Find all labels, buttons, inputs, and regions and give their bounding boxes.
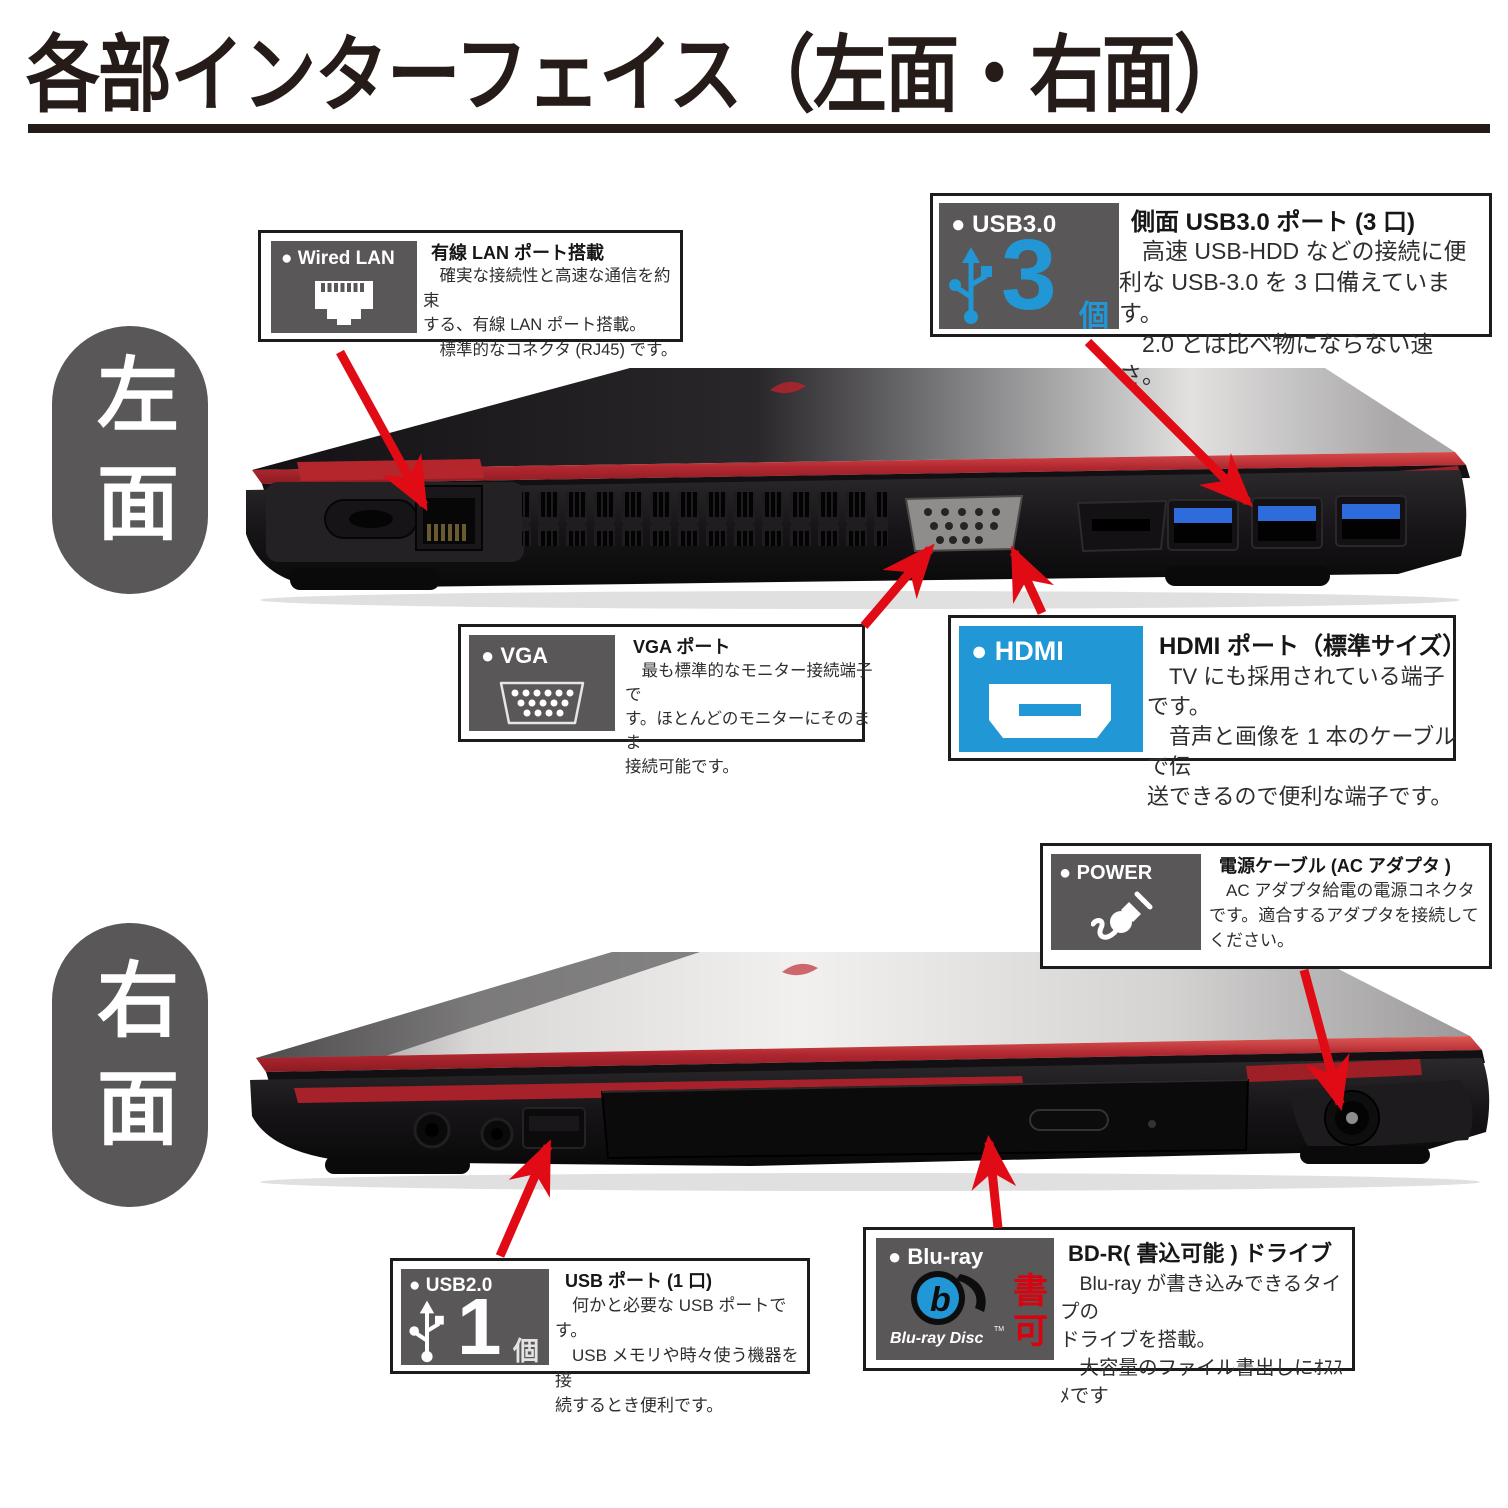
usb2-count-unit: 個 [513,1336,540,1366]
rubber-foot [290,568,440,590]
emergency-eject-hole [1148,1120,1156,1128]
wired-lan-chip: ● Wired LAN [271,241,417,333]
hdmi-connector-icon [989,684,1111,738]
title-underline [28,124,1490,133]
vga-connector-icon [499,681,585,725]
usb2-title: USB ポート (1 口) [565,1271,713,1291]
usb3-chip-label: ● USB3.0 [951,211,1057,238]
wired-lan-title: 有線 LAN ポート搭載 [431,243,604,263]
wired-lan-chip-label: ● Wired LAN [281,248,395,269]
bluray-disc-logo: b [911,1271,986,1325]
hdmi-callout: ● HDMI HDMI ポート（標準サイズ） TV にも採用されている端子です。… [948,615,1466,809]
power-plug-icon [1091,891,1153,940]
power-description: AC アダプタ給電の電源コネクタ です。適合するアダプタを接続して ください。 [1209,881,1479,950]
usb3-port [1167,499,1239,551]
base-red-accent [294,1076,1024,1103]
power-callout: ● POWER 電源ケーブル (AC アダプタ ) AC アダプタ給電の電源コネ… [1040,843,1492,969]
hdmi-title: HDMI ポート（標準サイズ） [1159,633,1467,660]
right-side-badge: 右面 [52,923,208,1207]
wired-lan-description: 確実な接続性と高速な通信を約束 する、有線 LAN ポート搭載。 標準的なコネク… [423,267,678,359]
usb3-description: 高速 USB-HDD などの接続に便 利な USB-3.0 を 3 口備えていま… [1119,238,1467,388]
rubber-foot [325,1156,470,1174]
writable-stamp: 書可 [1008,1272,1047,1352]
rj45-port-icon [315,281,373,325]
usb2-port [522,1107,586,1149]
cooling-vents [522,492,888,546]
lan-port [415,485,483,551]
left-side-badge: 左面 [52,326,208,594]
kensington-slot-hole [349,510,393,528]
bluray-logo-tm: TM [994,1326,1005,1333]
hdmi-port [1076,499,1168,553]
lid-logo [782,963,818,976]
power-title: 電源ケーブル (AC アダプタ ) [1219,856,1451,876]
laptop-right-side-photo [250,952,1490,1191]
headphone-jack [413,1111,451,1149]
usb-icon [409,1300,444,1363]
page-title: 各部インターフェイス（左面・右面） [26,28,1248,122]
power-jack [1290,1080,1473,1150]
usb2-count: 1 [457,1282,502,1371]
vga-callout: ● VGA VGA ポート 最も標準的なモニター接続端子で す。ほとんどのモニタ… [458,624,873,776]
rubber-foot [1165,566,1330,586]
hdmi-chip: ● HDMI [959,626,1143,752]
usb-icon [949,247,992,324]
bluray-callout: ● Blu-ray b Blu-ray Disc TM 書可 BD-R( 書込可… [863,1227,1355,1407]
laptop-shadow [260,1173,1480,1191]
wired-lan-callout: ● Wired LAN 有線 LAN ポート搭載 確実な接続性と高速な通信を約束… [258,230,683,359]
microphone-jack [480,1117,514,1151]
lid-reflection [256,952,700,1058]
vga-chip: ● VGA [469,635,615,731]
usb2-chip-label: ● USB2.0 [409,1275,493,1296]
usb2-callout: ● USB2.0 1 個 USB ポート (1 口) 何かと必要な USB ポー… [390,1258,810,1415]
lid-red-trim [256,1036,1482,1072]
laptop-shadow [260,591,1460,609]
vga-description: 最も標準的なモニター接続端子で す。ほとんどのモニターにそのまま 接続可能です。 [625,662,873,776]
optical-drive [600,1078,1250,1160]
hdmi-description: TV にも採用されている端子です。 音声と画像を 1 本のケーブルで伝 送できる… [1147,664,1457,809]
power-chip-label: ● POWER [1059,862,1153,884]
bluray-chip: ● Blu-ray b Blu-ray Disc TM 書可 [876,1238,1054,1360]
bluray-description: Blu-ray が書き込みできるタイプの ドライブを搭載。 大容量のファイル書出… [1060,1273,1343,1407]
eject-button [1029,1109,1109,1131]
usb3-count-unit: 個 [1079,300,1109,333]
usb3-title: 側面 USB3.0 ポート (3 口) [1131,209,1416,236]
usb2-description: 何かと必要な USB ポートです。 USB メモリや時々使う機器を接 続するとき… [555,1296,799,1415]
usb3-count: 3 [1001,219,1057,331]
lid-logo [770,381,806,394]
vga-title: VGA ポート [633,637,731,657]
usb3-port [1251,497,1323,549]
usb2-chip: ● USB2.0 1 個 [401,1269,549,1371]
laptop-left-side-photo [246,368,1470,609]
usb3-callout: ● USB3.0 3 個 側面 USB3.0 ポート (3 口) 高速 USB-… [930,193,1492,388]
hdmi-chip-label: ● HDMI [971,636,1064,666]
usb3-port [1335,495,1407,547]
bluray-chip-label: ● Blu-ray [888,1244,984,1269]
bluray-title: BD-R( 書込可能 ) ドライブ [1068,1241,1332,1266]
vga-chip-label: ● VGA [481,643,549,668]
power-chip: ● POWER [1051,854,1201,950]
usb3-chip: ● USB3.0 3 個 [939,203,1119,333]
hinge-red-accent [297,459,484,481]
rubber-foot [1300,1146,1430,1164]
vga-port [904,494,1024,553]
bluray-b-letter: b [930,1281,951,1319]
bluray-logo-text: Blu-ray Disc [890,1330,984,1347]
